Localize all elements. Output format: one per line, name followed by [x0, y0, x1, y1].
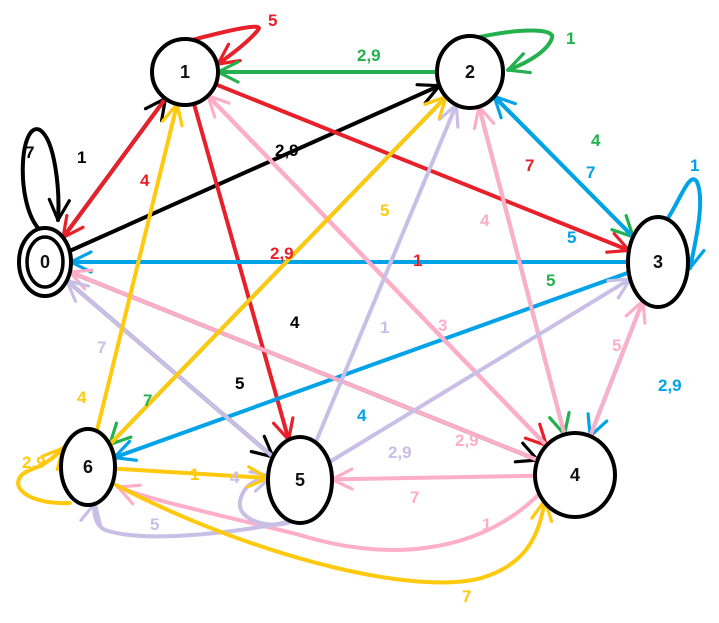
- edge-label-6-to-1: 4: [77, 388, 87, 407]
- edge-6-to-4: [114, 483, 545, 585]
- edge-label-1-to-3: 7: [525, 156, 534, 175]
- edge-0-to-0: [20, 127, 59, 230]
- edge-3-to-6: [114, 270, 631, 457]
- edge-label-2-to-1: 2,9: [357, 46, 381, 65]
- edge-label-4-to-1: 3: [438, 316, 447, 335]
- edge-4-to-1: [208, 96, 549, 448]
- state-node-6[interactable]: 6: [59, 427, 117, 507]
- edge-1-to-5: [191, 101, 289, 440]
- edge-1-to-3: [213, 82, 629, 250]
- edge-label-2-to-6: 7: [143, 391, 152, 410]
- state-node-0[interactable]: 0: [17, 226, 73, 298]
- edge-labels-layer: 7 1 2,9 4 5 5 4 7 1 2,9 1 2,9 4 5 7 1 7 5 2,9 4 3 4 2,9 7 1 5 1 2,9…: [22, 11, 699, 606]
- edge-4-to-5: [332, 476, 538, 480]
- edge-label-3-to-4: 2,9: [658, 376, 682, 395]
- state-label: 4: [570, 465, 580, 485]
- edge-label-1-to-5: 2,9: [270, 244, 294, 263]
- edge-1-to-1: [190, 24, 261, 64]
- nodes-layer: 0 1 2 3 4 5 6: [17, 34, 690, 525]
- state-label: 0: [40, 252, 50, 272]
- edge-0-to-2: [67, 86, 440, 254]
- edge-label-5-to-5: 4: [230, 468, 240, 487]
- edge-2-to-2: [473, 28, 555, 71]
- edge-label-4-to-0: 2,9: [455, 431, 479, 450]
- edge-label-1-to-4: 1: [413, 251, 422, 270]
- edge-label-0-to-5: 5: [235, 374, 244, 393]
- edge-6-to-2: [107, 97, 446, 447]
- edge-label-5-to-6: 5: [150, 515, 159, 534]
- state-node-1[interactable]: 1: [150, 37, 220, 107]
- edge-label-5-to-2: 1: [380, 318, 389, 337]
- edge-label-0-to-0: 7: [25, 143, 34, 162]
- state-node-3[interactable]: 3: [626, 215, 690, 309]
- edge-label-6-to-2: 5: [380, 201, 389, 220]
- edge-label-1-to-1: 5: [268, 11, 277, 30]
- edge-5-to-2: [313, 105, 457, 445]
- edge-label-3-to-3: 1: [690, 156, 699, 175]
- edge-label-0-to-1: 1: [77, 148, 86, 167]
- edge-label-4-to-6: 1: [482, 515, 491, 534]
- edge-label-3-to-2: 7: [586, 163, 595, 182]
- edge-label-5-to-3: 2,9: [388, 443, 412, 462]
- edge-label-2-to-3: 4: [591, 131, 601, 150]
- edge-5-to-0: [67, 281, 276, 459]
- edge-4-to-3: [588, 301, 643, 439]
- edge-1-to-0: [63, 96, 168, 238]
- edge-label-3-to-6: 4: [357, 406, 367, 425]
- edge-label-4-to-3: 5: [612, 336, 621, 355]
- state-label: 5: [295, 470, 305, 490]
- state-label: 6: [83, 457, 93, 477]
- edge-6-to-1: [94, 104, 177, 434]
- state-node-4[interactable]: 4: [533, 431, 617, 519]
- edge-label-4-to-5: 7: [410, 488, 419, 507]
- edge-3-to-3: [666, 177, 700, 268]
- edge-label-1-to-0: 4: [140, 171, 150, 190]
- edge-4-to-6: [118, 483, 550, 552]
- edge-label-4-to-2: 4: [480, 211, 490, 230]
- edge-6-to-6: [16, 448, 72, 506]
- edge-4-to-2: [479, 107, 567, 437]
- state-node-5[interactable]: 5: [266, 435, 334, 525]
- edge-4-to-0: [70, 272, 540, 462]
- edge-label-0-to-4: 4: [290, 313, 300, 332]
- state-node-2[interactable]: 2: [435, 34, 505, 110]
- edge-label-6-to-6: 2,9: [22, 453, 46, 472]
- edge-label-6-to-4: 7: [462, 587, 471, 606]
- accepting-state-ring: [25, 235, 65, 289]
- edge-5-to-6: [94, 503, 300, 539]
- state-label: 3: [653, 252, 663, 272]
- edge-label-3-to-0: 5: [567, 228, 576, 247]
- state-label: 1: [180, 62, 190, 82]
- edge-label-2-to-4: 5: [546, 271, 555, 290]
- edge-label-2-to-2: 1: [566, 29, 575, 48]
- edge-6-to-5: [112, 469, 268, 478]
- edge-3-to-2: [494, 96, 636, 239]
- state-label: 2: [465, 62, 475, 82]
- edge-label-5-to-0: 7: [97, 338, 106, 357]
- edge-5-to-3: [327, 276, 630, 465]
- edge-label-6-to-5: 1: [190, 465, 199, 484]
- edge-label-0-to-2: 2,9: [275, 141, 299, 160]
- edges-layer: [16, 24, 700, 585]
